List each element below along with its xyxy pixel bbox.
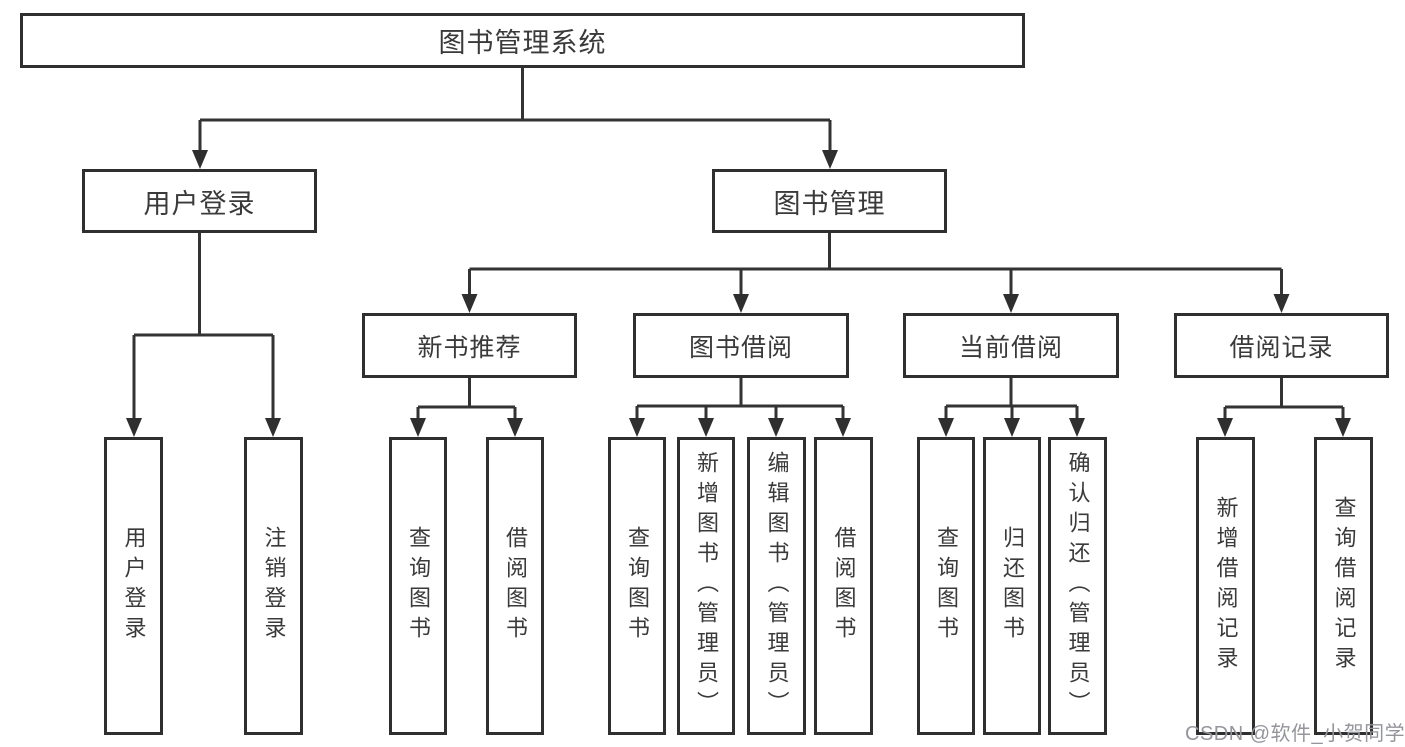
leaf-query-books-current: 查询图书 <box>917 437 975 735</box>
node-book-borrow: 图书借阅 <box>633 313 849 378</box>
node-book-management-label: 图书管理 <box>773 188 886 219</box>
node-new-book-recommend: 新书推荐 <box>362 313 577 378</box>
node-current-borrow-label: 当前借阅 <box>958 333 1063 362</box>
leaf-confirm-return-admin-label: 确认归还（管理员） <box>1065 451 1091 721</box>
node-root-label: 图书管理系统 <box>438 28 607 58</box>
leaf-borrow-books-recommend: 借阅图书 <box>486 437 544 735</box>
leaf-query-books-borrow: 查询图书 <box>608 437 666 735</box>
leaf-logout-label: 注销登录 <box>261 526 287 646</box>
leaf-borrow-books-recommend-label: 借阅图书 <box>503 526 528 646</box>
node-book-management: 图书管理 <box>712 169 947 233</box>
leaf-add-book-admin: 新增图书（管理员） <box>677 437 735 735</box>
leaf-query-books-recommend-label: 查询图书 <box>406 526 431 646</box>
leaf-confirm-return-admin: 确认归还（管理员） <box>1048 437 1107 735</box>
leaf-user-login: 用户登录 <box>104 437 163 735</box>
node-book-borrow-label: 图书借阅 <box>688 333 793 362</box>
node-borrow-records-label: 借阅记录 <box>1229 333 1334 362</box>
leaf-logout: 注销登录 <box>244 437 303 735</box>
leaf-user-login-label: 用户登录 <box>121 526 147 646</box>
leaf-borrow-books-2-label: 借阅图书 <box>831 526 857 646</box>
watermark: CSDN @软件_小贺同学 <box>1185 723 1405 745</box>
leaf-add-borrow-record-label: 新增借阅记录 <box>1213 496 1239 676</box>
leaf-query-books-borrow-label: 查询图书 <box>625 526 650 646</box>
leaf-query-books-current-label: 查询图书 <box>934 526 959 646</box>
leaf-return-book-label: 归还图书 <box>1000 526 1025 646</box>
leaf-query-books-recommend: 查询图书 <box>389 437 447 735</box>
leaf-borrow-books-2: 借阅图书 <box>814 437 873 735</box>
node-borrow-records: 借阅记录 <box>1174 313 1389 378</box>
node-root: 图书管理系统 <box>20 13 1025 68</box>
node-current-borrow: 当前借阅 <box>903 313 1119 378</box>
leaf-edit-book-admin-label: 编辑图书（管理员） <box>764 451 790 721</box>
node-user-login-label: 用户登录 <box>143 188 256 219</box>
leaf-query-borrow-record: 查询借阅记录 <box>1314 437 1373 735</box>
leaf-query-borrow-record-label: 查询借阅记录 <box>1331 496 1357 676</box>
node-user-login: 用户登录 <box>82 169 317 233</box>
node-new-book-recommend-label: 新书推荐 <box>417 333 522 362</box>
leaf-return-book: 归还图书 <box>983 437 1041 735</box>
leaf-add-borrow-record: 新增借阅记录 <box>1196 437 1255 735</box>
leaf-edit-book-admin: 编辑图书（管理员） <box>747 437 806 735</box>
leaf-add-book-admin-label: 新增图书（管理员） <box>694 451 719 721</box>
